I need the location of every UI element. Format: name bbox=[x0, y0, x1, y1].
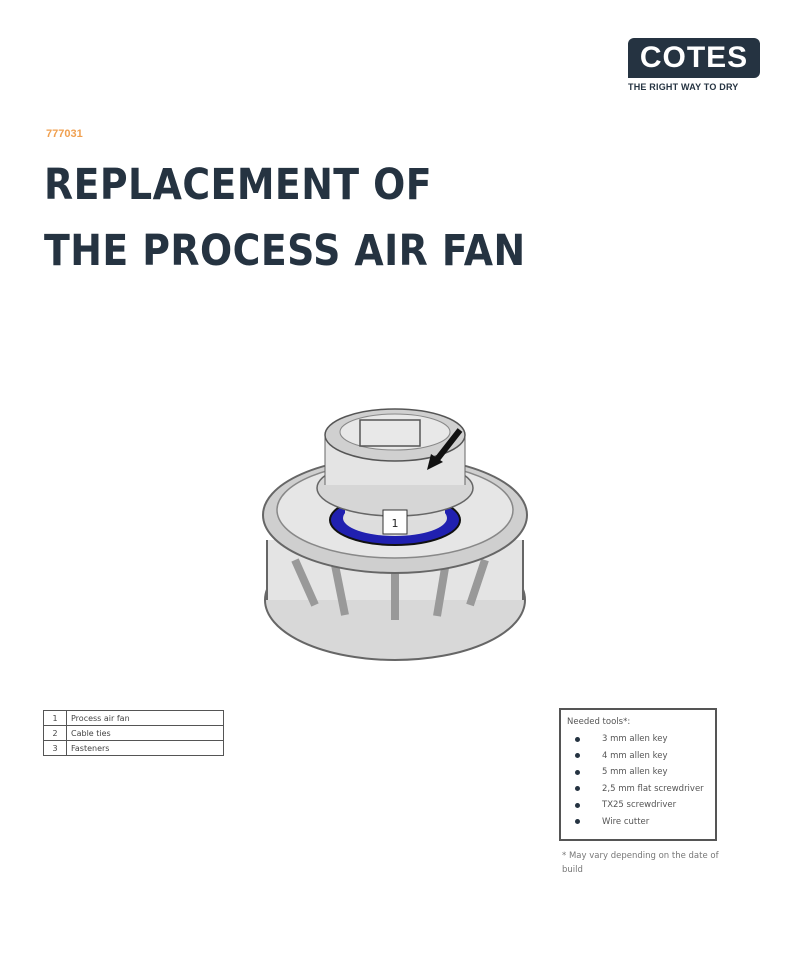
tool-label: 3 mm allen key bbox=[602, 734, 668, 745]
tool-label: Wire cutter bbox=[602, 816, 650, 827]
list-item: 3 mm allen key bbox=[567, 731, 709, 748]
bullet-icon bbox=[575, 819, 580, 825]
part-number: 3 bbox=[43, 740, 67, 756]
list-item: 2,5 mm flat screwdriver bbox=[567, 781, 709, 798]
needed-tools-box: Needed tools*: 3 mm allen key 4 mm allen… bbox=[559, 708, 717, 841]
list-item: 4 mm allen key bbox=[567, 748, 709, 765]
part-number: 2 bbox=[43, 725, 67, 741]
logo-brand: COTES bbox=[628, 38, 760, 78]
tool-label: 5 mm allen key bbox=[602, 767, 668, 778]
tool-label: TX25 screwdriver bbox=[602, 800, 677, 811]
tools-heading: Needed tools*: bbox=[567, 717, 631, 727]
tool-label: 4 mm allen key bbox=[602, 750, 668, 761]
list-item: TX25 screwdriver bbox=[567, 797, 709, 814]
bullet-icon bbox=[575, 769, 580, 775]
bullet-icon bbox=[575, 753, 580, 759]
part-label: Cable ties bbox=[66, 725, 224, 741]
logo-tagline: THE RIGHT WAY TO DRY bbox=[628, 82, 739, 92]
bullet-icon bbox=[575, 786, 580, 792]
title-line-1: REPLACEMENT OF bbox=[44, 160, 433, 210]
part-label: Process air fan bbox=[66, 710, 224, 726]
tools-footnote: * May vary depending on the date of buil… bbox=[562, 851, 719, 875]
fan-illustration: 1 bbox=[262, 408, 528, 661]
part-label: Fasteners bbox=[66, 740, 224, 756]
bullet-icon bbox=[575, 736, 580, 742]
list-item: 5 mm allen key bbox=[567, 764, 709, 781]
tool-label: 2,5 mm flat screwdriver bbox=[602, 783, 704, 794]
figure-callout: 1 bbox=[392, 517, 399, 530]
title-line-2: THE PROCESS AIR FAN bbox=[44, 226, 526, 276]
cotes-logo: COTES THE RIGHT WAY TO DRY bbox=[628, 38, 760, 92]
bullet-icon bbox=[575, 802, 580, 808]
list-item: Wire cutter bbox=[567, 814, 709, 831]
part-number: 1 bbox=[43, 710, 67, 726]
document-number: 777031 bbox=[46, 128, 83, 140]
page-title: REPLACEMENT OF THE PROCESS AIR FAN bbox=[44, 152, 526, 284]
